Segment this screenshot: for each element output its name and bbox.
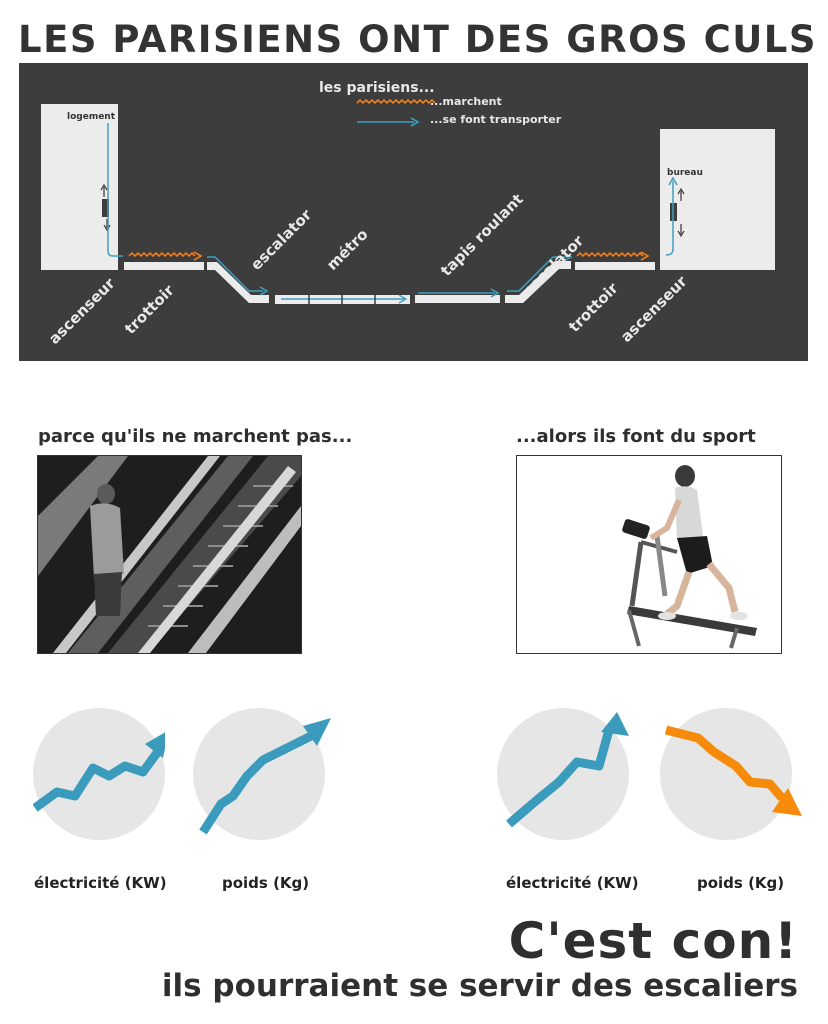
treadmill-photo-icon [517, 456, 781, 653]
elevator-route-right [665, 181, 674, 256]
bureau-building [659, 129, 775, 270]
trottoir-right-label: trottoir [565, 279, 622, 336]
treadmill-photo [516, 455, 782, 654]
escalator-left [207, 262, 269, 303]
trend-line [33, 747, 163, 812]
legend-heading: les parisiens... [319, 80, 435, 96]
left-weight-gauge [193, 708, 331, 840]
legend-walk-label: ...marchent [430, 95, 502, 108]
trottoir-left [124, 262, 204, 270]
tapis-roulant [415, 295, 500, 303]
gauge-disc [660, 708, 792, 840]
ascenseur-right-label: ascenseur [617, 272, 691, 346]
arrow-icon [640, 251, 650, 261]
up-arrow-icon [303, 718, 331, 746]
trottoir-left-label: trottoir [121, 281, 178, 338]
bureau-label: bureau [667, 168, 703, 178]
elevator-cabin-icon [102, 199, 109, 217]
trend-line [664, 725, 786, 801]
legend-transport-label: ...se font transporter [430, 113, 562, 126]
up-arrow-icon [145, 732, 165, 758]
right-electricity-label: électricité (KW) [506, 874, 639, 892]
arrow-icon [259, 286, 269, 296]
escalator-right [505, 261, 571, 303]
trend-line [199, 729, 318, 835]
right-weight-gauge [660, 708, 802, 840]
right-electricity-gauge [497, 708, 629, 840]
right-weight-label: poids (Kg) [697, 874, 785, 892]
up-arrow-icon [668, 176, 678, 186]
escalator-route-right [507, 256, 567, 292]
conclusion-headline: C'est con! [508, 912, 798, 970]
escalator-route-left [207, 256, 263, 292]
elevator-route-left [107, 123, 123, 257]
left-weight-label: poids (Kg) [222, 874, 310, 892]
commute-diagram: les parisiens... ...marchent ...se font … [19, 63, 808, 361]
left-electricity-gauge [33, 708, 165, 840]
up-arrow-icon [677, 187, 685, 195]
conclusion-subline: ils pourraient se servir des escaliers [161, 968, 798, 1004]
walk-route-left [128, 251, 196, 258]
ascenseur-left-label: ascenseur [45, 274, 119, 348]
escalator-photo-icon [38, 456, 301, 653]
arrow-icon [398, 294, 408, 304]
left-heading: parce qu'ils ne marchent pas... [38, 426, 353, 447]
escalator-photo [37, 455, 302, 654]
walk-route-right [576, 251, 644, 258]
trottoir-right [575, 262, 655, 270]
commute-diagram-svg: les parisiens... ...marchent ...se font … [41, 80, 775, 348]
down-arrow-icon [103, 224, 111, 232]
arrow-icon [410, 117, 420, 127]
tapis-label: tapis roulant [437, 190, 527, 280]
logement-label: logement [67, 112, 116, 122]
down-arrow-icon [772, 788, 802, 816]
page-title: LES PARISIENS ONT DES GROS CULS [18, 18, 818, 61]
up-arrow-icon [601, 712, 629, 736]
down-arrow-icon [677, 230, 685, 238]
trend-line [506, 728, 614, 828]
logement-building [41, 104, 119, 270]
up-arrow-icon [100, 183, 108, 191]
legend-walk-line [356, 98, 436, 105]
metro-label: métro [323, 225, 372, 274]
right-heading: ...alors ils font du sport [516, 426, 756, 447]
arrow-icon [193, 251, 203, 261]
arrow-icon [490, 288, 500, 298]
escalator-left-label: escalator [247, 205, 315, 273]
arrow-icon [563, 252, 573, 262]
left-electricity-label: électricité (KW) [34, 874, 167, 892]
